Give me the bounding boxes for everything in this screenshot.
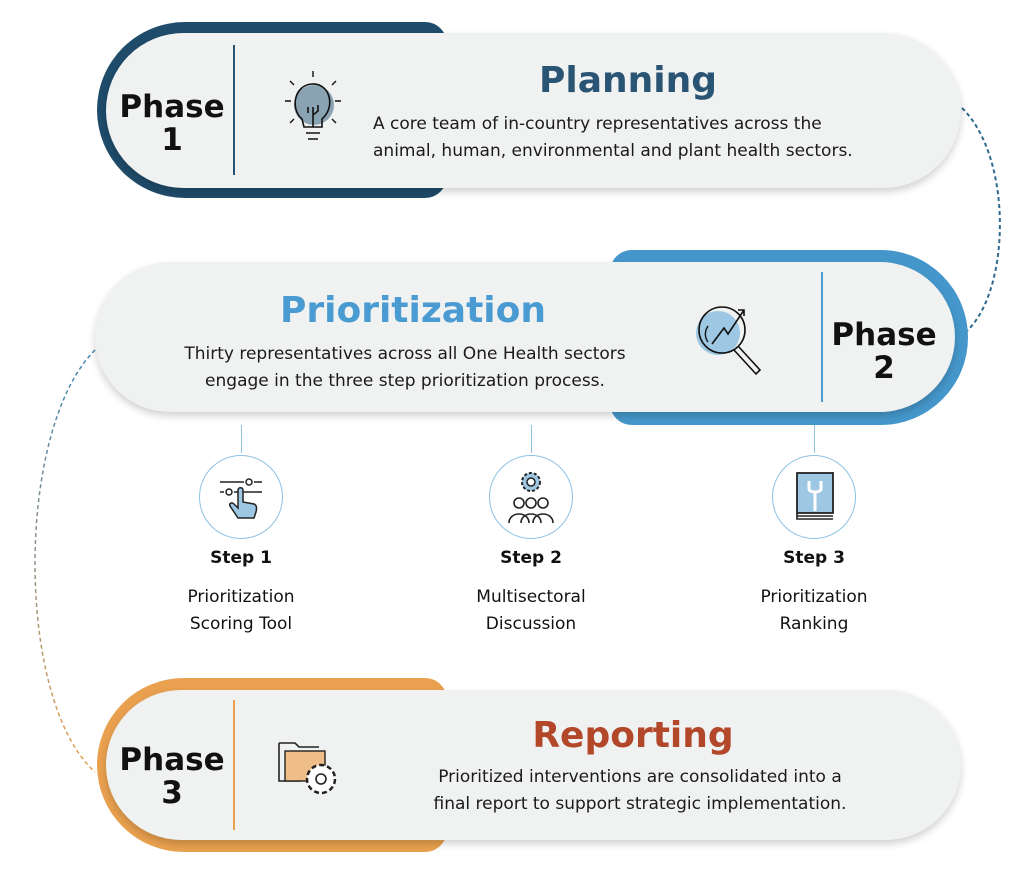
step-2-connector — [531, 425, 532, 453]
phase-1-title: Planning — [538, 60, 717, 101]
description-line: A core team of in-country representative… — [373, 114, 822, 134]
hand-slider-icon — [199, 455, 283, 539]
phase-1-divider — [233, 45, 235, 175]
wrench-book-icon — [772, 455, 856, 539]
step-1-label: Step 1 — [210, 548, 272, 568]
phase-number: 1 — [161, 122, 183, 158]
step-2-label: Step 2 — [500, 548, 562, 568]
phase-3-divider — [233, 700, 235, 830]
step-text-line: Scoring Tool — [189, 614, 293, 634]
phase-number: 3 — [161, 775, 183, 811]
phase-label-text: Phase — [831, 317, 937, 353]
magnifier-chart-icon — [696, 306, 762, 376]
phase-2-title: Prioritization — [279, 290, 546, 331]
description-line: engage in the three step prioritization … — [205, 371, 605, 391]
phase-3-pill — [106, 690, 961, 840]
phase-3-title: Reporting — [532, 715, 734, 756]
description-line: Prioritized interventions are consolidat… — [438, 767, 842, 787]
phase-2-divider — [821, 272, 823, 402]
phase-1-pill — [106, 33, 961, 188]
description-line: final report to support strategic implem… — [433, 794, 847, 814]
folder-gear-icon — [278, 742, 337, 795]
phase-number: 2 — [873, 350, 895, 386]
step-text-line: Prioritization — [187, 587, 295, 607]
step-3-connector — [814, 425, 815, 453]
lightbulb-icon — [285, 71, 341, 140]
team-gear-icon — [489, 455, 573, 539]
description-line: animal, human, environmental and plant h… — [373, 141, 853, 161]
phase-label-text: Phase — [119, 89, 225, 125]
connector-phase1-phase2 — [961, 107, 1001, 336]
phase-2-pill — [95, 262, 955, 412]
phase-3-description: Prioritized interventions are consolidat… — [390, 764, 890, 818]
connector-phase2-phase3 — [34, 349, 96, 773]
step-text-line: Multisectoral — [476, 587, 586, 607]
phase-1-description: A core team of in-country representative… — [373, 111, 853, 165]
phase-label-text: Phase — [119, 742, 225, 778]
description-line: Thirty representatives across all One He… — [184, 344, 626, 364]
step-3-label: Step 3 — [783, 548, 845, 568]
step-text-line: Discussion — [485, 614, 577, 634]
step-text-line: Prioritization — [760, 587, 868, 607]
step-1-connector — [241, 425, 242, 453]
phase-2-description: Thirty representatives across all One He… — [155, 341, 655, 395]
step-text-line: Ranking — [779, 614, 849, 634]
